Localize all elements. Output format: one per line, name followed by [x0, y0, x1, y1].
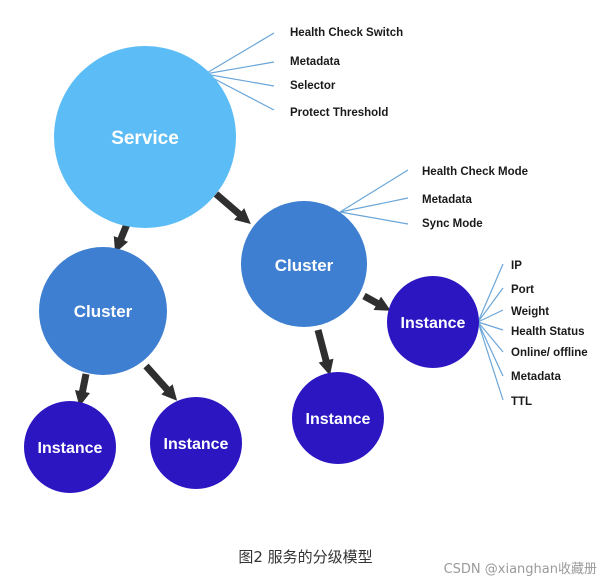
cluster-right-node: Cluster — [241, 201, 367, 327]
instance-attr-label: TTL — [511, 396, 532, 408]
arrow-cluster-left-to-instance-lr — [143, 363, 178, 401]
instance-attr-label: Metadata — [511, 371, 561, 383]
instance-attr-line — [477, 287, 504, 323]
instance-attr-line — [477, 321, 504, 331]
instance-attr-line — [477, 263, 504, 323]
service-attribute-labels: Health Check Switch Metadata Selector Pr… — [290, 27, 403, 119]
service-attr-line — [204, 61, 275, 75]
instance-attr-label: Weight — [511, 306, 549, 318]
instance-attr-line — [477, 309, 504, 323]
cluster-attr-label: Health Check Mode — [422, 166, 528, 178]
cluster-right-label: Cluster — [275, 256, 334, 275]
service-attr-line — [204, 73, 275, 111]
instance-mid-node: Instance — [292, 372, 384, 464]
cluster-attr-line — [339, 169, 409, 213]
arrow-service-to-cluster-right — [213, 191, 251, 225]
arrow-cluster-right-to-instance-right — [362, 292, 391, 311]
watermark: CSDN @xianghan收藏册 — [443, 562, 597, 577]
service-attr-label: Health Check Switch — [290, 27, 403, 39]
cluster-attribute-lines — [339, 169, 409, 225]
instance-attribute-labels: IP Port Weight Health Status Online/ off… — [511, 260, 588, 408]
cluster-left-node: Cluster — [39, 247, 167, 375]
instance-lr-label: Instance — [164, 436, 229, 453]
instance-attr-label: Health Status — [511, 326, 585, 338]
cluster-attr-label: Metadata — [422, 194, 472, 206]
hierarchy-arrows — [74, 191, 391, 407]
instance-attr-line — [477, 321, 504, 353]
cluster-attr-line — [339, 211, 409, 225]
service-attribute-lines — [204, 32, 275, 111]
instance-attr-line — [477, 321, 504, 377]
service-attr-label: Protect Threshold — [290, 107, 388, 119]
figure-caption: 图2 服务的分级模型 — [238, 548, 373, 566]
instance-attr-label: Port — [511, 284, 534, 296]
instance-right-label: Instance — [401, 315, 466, 332]
instance-lr-node: Instance — [150, 397, 242, 489]
instance-attr-label: Online/ offline — [511, 347, 588, 359]
service-attr-line — [204, 32, 275, 75]
arrow-cluster-left-to-instance-ll — [74, 373, 91, 407]
cluster-attr-line — [339, 197, 409, 213]
instance-attribute-lines — [477, 263, 504, 401]
service-attr-label: Metadata — [290, 56, 340, 68]
service-attr-line — [204, 73, 275, 87]
cluster-attr-label: Sync Mode — [422, 218, 483, 230]
cluster-left-label: Cluster — [74, 302, 133, 321]
service-label: Service — [111, 128, 179, 149]
instance-attr-line — [477, 321, 504, 401]
arrow-cluster-right-to-instance-mid — [314, 329, 334, 376]
service-node: Service — [54, 46, 236, 228]
instance-ll-node: Instance — [24, 401, 116, 493]
cluster-attribute-labels: Health Check Mode Metadata Sync Mode — [422, 166, 528, 230]
service-attr-label: Selector — [290, 80, 336, 92]
instance-ll-label: Instance — [38, 440, 103, 457]
instance-attr-label: IP — [511, 260, 522, 272]
instance-right-node: Instance — [387, 276, 479, 368]
instance-mid-label: Instance — [306, 411, 371, 428]
arrow-service-to-cluster-left — [113, 222, 131, 254]
